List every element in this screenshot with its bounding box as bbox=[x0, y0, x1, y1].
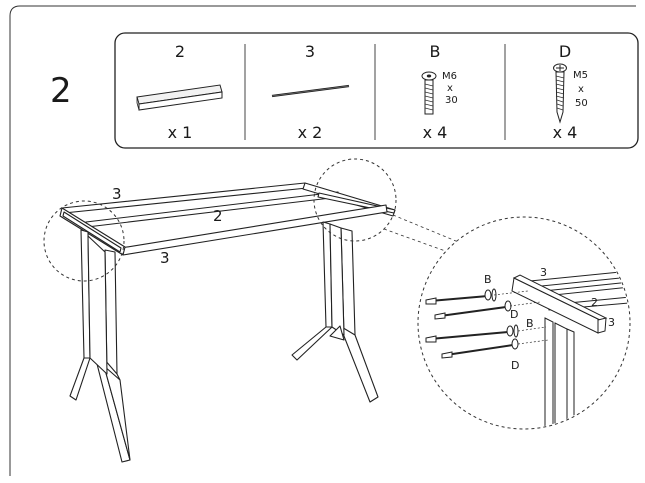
screw-d-spec-length: 50 bbox=[575, 98, 588, 109]
bolt-b-icon bbox=[421, 71, 437, 115]
detail-circle bbox=[417, 216, 631, 430]
detail-callout-bolt-b-upper: B bbox=[484, 273, 492, 286]
screw-d-spec-x: x bbox=[578, 84, 584, 95]
part-label-d: D bbox=[558, 42, 572, 61]
detail-callout-rail-side: 2 bbox=[591, 296, 598, 309]
part-qty-2: x 1 bbox=[167, 123, 193, 142]
step-number: 2 bbox=[50, 71, 72, 111]
joint-highlight-right bbox=[313, 158, 397, 242]
joint-highlight-left bbox=[43, 200, 125, 282]
detail-callout-rail-end: 3 bbox=[608, 316, 615, 329]
part-2-board-icon bbox=[136, 84, 223, 111]
part-label-3: 3 bbox=[304, 42, 316, 61]
desk-frame-drawing bbox=[59, 182, 396, 463]
part-qty-d: x 4 bbox=[552, 123, 578, 142]
detail-callout-bolt-d-upper: D bbox=[510, 308, 518, 321]
detail-callout-bolt-b-lower: B bbox=[526, 317, 534, 330]
frame-callout-rail-middle: 2 bbox=[213, 207, 223, 225]
bolt-b-spec-size: M6 bbox=[442, 71, 457, 82]
bolt-b-spec-length: 30 bbox=[445, 95, 458, 106]
part-qty-3: x 2 bbox=[297, 123, 323, 142]
frame-callout-rail-front: 3 bbox=[160, 249, 170, 267]
part-3-rail-icon bbox=[271, 84, 350, 98]
parts-panel bbox=[114, 32, 639, 149]
detail-callout-bolt-d-lower: D bbox=[511, 359, 519, 372]
screw-d-icon bbox=[553, 63, 567, 124]
part-label-2: 2 bbox=[174, 42, 186, 61]
detail-joint-drawing bbox=[425, 269, 629, 428]
screw-d-spec-size: M5 bbox=[573, 70, 588, 81]
frame-callout-rail-left: 3 bbox=[112, 185, 122, 203]
bolt-b-spec-x: x bbox=[447, 83, 453, 94]
detail-callout-rail-top: 3 bbox=[540, 266, 547, 279]
part-label-b: B bbox=[429, 42, 441, 61]
part-qty-b: x 4 bbox=[422, 123, 448, 142]
